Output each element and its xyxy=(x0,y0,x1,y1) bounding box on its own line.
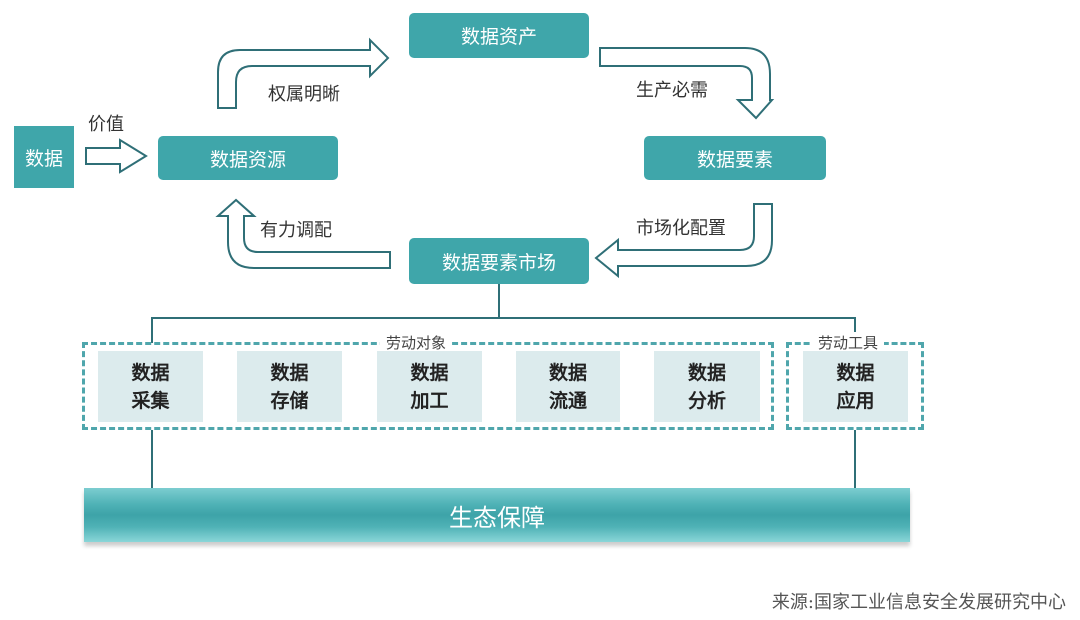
cell-line2: 采集 xyxy=(131,389,170,412)
cell-data-processing: 数据 加工 xyxy=(377,351,482,422)
left-support-line xyxy=(151,430,153,488)
data-resource-node: 数据资源 xyxy=(158,136,338,180)
cell-line1: 数据 xyxy=(410,361,449,384)
source-note: 来源:国家工业信息安全发展研究中心 xyxy=(771,592,1066,613)
cell-line2: 应用 xyxy=(836,389,875,412)
cell-line1: 数据 xyxy=(270,361,309,384)
market-connector xyxy=(498,284,500,318)
right-support-line xyxy=(854,430,856,488)
right-branch xyxy=(854,317,856,343)
ecosystem-bar: 生态保障 xyxy=(84,488,910,542)
left-branch xyxy=(151,317,153,343)
cell-data-analysis: 数据 分析 xyxy=(654,351,760,422)
data-start-node: 数据 xyxy=(14,126,74,188)
allocation-label: 有力调配 xyxy=(260,220,332,241)
cell-line1: 数据 xyxy=(548,361,587,384)
cell-line2: 加工 xyxy=(410,389,449,412)
cell-line1: 数据 xyxy=(131,361,170,384)
cell-data-application: 数据 应用 xyxy=(803,351,908,422)
marketization-label: 市场化配置 xyxy=(636,218,726,239)
value-label: 价值 xyxy=(88,114,124,135)
data-market-node: 数据要素市场 xyxy=(409,238,589,284)
cell-data-circulation: 数据 流通 xyxy=(516,351,620,422)
cell-data-storage: 数据 存储 xyxy=(237,351,342,422)
branch-line xyxy=(151,317,856,319)
data-asset-node: 数据资产 xyxy=(409,13,589,58)
cell-line1: 数据 xyxy=(687,361,726,384)
labor-tools-title: 劳动工具 xyxy=(812,332,885,353)
data-element-node: 数据要素 xyxy=(644,136,826,180)
ownership-label: 权属明晰 xyxy=(268,84,340,105)
cell-data-collection: 数据 采集 xyxy=(98,351,203,422)
cell-line1: 数据 xyxy=(836,361,875,384)
allocation-arrow xyxy=(215,198,391,269)
cell-line2: 流通 xyxy=(548,389,587,412)
value-arrow xyxy=(85,138,148,174)
production-label: 生产必需 xyxy=(636,80,708,101)
ownership-arrow xyxy=(217,37,390,109)
cell-line2: 分析 xyxy=(687,389,726,412)
labor-objects-title: 劳动对象 xyxy=(380,332,453,353)
cell-line2: 存储 xyxy=(270,389,309,412)
marketization-arrow xyxy=(594,203,773,279)
